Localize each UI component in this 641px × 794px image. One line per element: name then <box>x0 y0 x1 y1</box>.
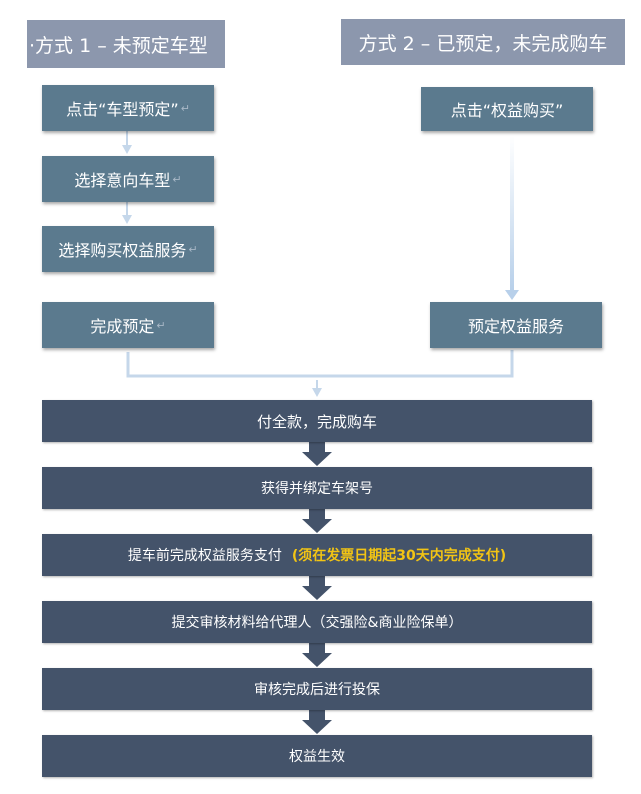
arrow-m1-2 <box>122 202 132 224</box>
return-mark-icon: ↵ <box>172 172 182 186</box>
m2-step-label: 预定权益服务 <box>467 317 564 336</box>
flow-step-label: 提车前完成权益服务支付 <box>127 548 282 564</box>
flow-step-submit-documents: 提交审核材料给代理人（交强险&商业险保单） <box>42 601 592 643</box>
flow-step-label: 付全款，完成购车 <box>256 412 377 431</box>
flow-arrow-2 <box>302 509 332 533</box>
flow-arrow-4 <box>302 643 332 667</box>
arrow-m2-long <box>505 135 519 300</box>
merge-connector <box>126 350 514 397</box>
m1-step-label: 点击“车型预定” <box>66 100 179 119</box>
payment-deadline-note: (须在发票日期起30天内完成支付) <box>291 548 507 564</box>
method1-header-text: ·方式 1 – 未预定车型 <box>29 34 208 57</box>
flow-arrow-3 <box>302 576 332 600</box>
flow-step-insure: 审核完成后进行投保 <box>42 668 592 710</box>
flow-step-label: 审核完成后进行投保 <box>254 682 380 698</box>
m2-step-book-service[interactable]: 预定权益服务 <box>430 302 602 348</box>
method2-header: 方式 2 – 已预定，未完成购车 <box>341 19 625 65</box>
flow-step-service-payment: 提车前完成权益服务支付 (须在发票日期起30天内完成支付) <box>42 534 592 576</box>
return-mark-icon: ↵ <box>156 318 166 332</box>
flow-arrow-5 <box>302 710 332 734</box>
flow-arrows <box>302 442 332 734</box>
m1-step-label: 选择购买权益服务 <box>58 241 187 260</box>
return-mark-icon: ↵ <box>188 242 198 256</box>
m1-step-select-service[interactable]: 选择购买权益服务↵ <box>42 226 214 272</box>
return-mark-icon: ↵ <box>180 101 190 115</box>
m2-step-label: 点击“权益购买” <box>450 101 564 120</box>
method2-header-text: 方式 2 – 已预定，未完成购车 <box>358 32 608 55</box>
m2-step-click-purchase[interactable]: 点击“权益购买” <box>421 87 593 131</box>
m1-step-label: 完成预定 <box>90 317 155 336</box>
arrow-m1-1 <box>122 131 132 154</box>
m1-step-click-booking[interactable]: 点击“车型预定”↵ <box>42 85 214 131</box>
flow-step-label: 提交审核材料给代理人（交强险&商业险保单） <box>171 615 463 631</box>
flow-step-label: 获得并绑定车架号 <box>261 481 373 497</box>
flow-step-label: 权益生效 <box>289 749 345 765</box>
flow-step-full-payment: 付全款，完成购车 <box>42 400 592 442</box>
flow-arrow-1 <box>302 442 332 466</box>
flow-step-effective: 权益生效 <box>42 735 592 777</box>
m1-step-label: 选择意向车型 <box>74 171 171 190</box>
flow-step-bind-vin: 获得并绑定车架号 <box>42 467 592 509</box>
m1-step-select-model[interactable]: 选择意向车型↵ <box>42 156 214 202</box>
method1-header: ·方式 1 – 未预定车型 <box>27 20 225 68</box>
m1-step-complete-booking[interactable]: 完成预定↵ <box>42 302 214 348</box>
